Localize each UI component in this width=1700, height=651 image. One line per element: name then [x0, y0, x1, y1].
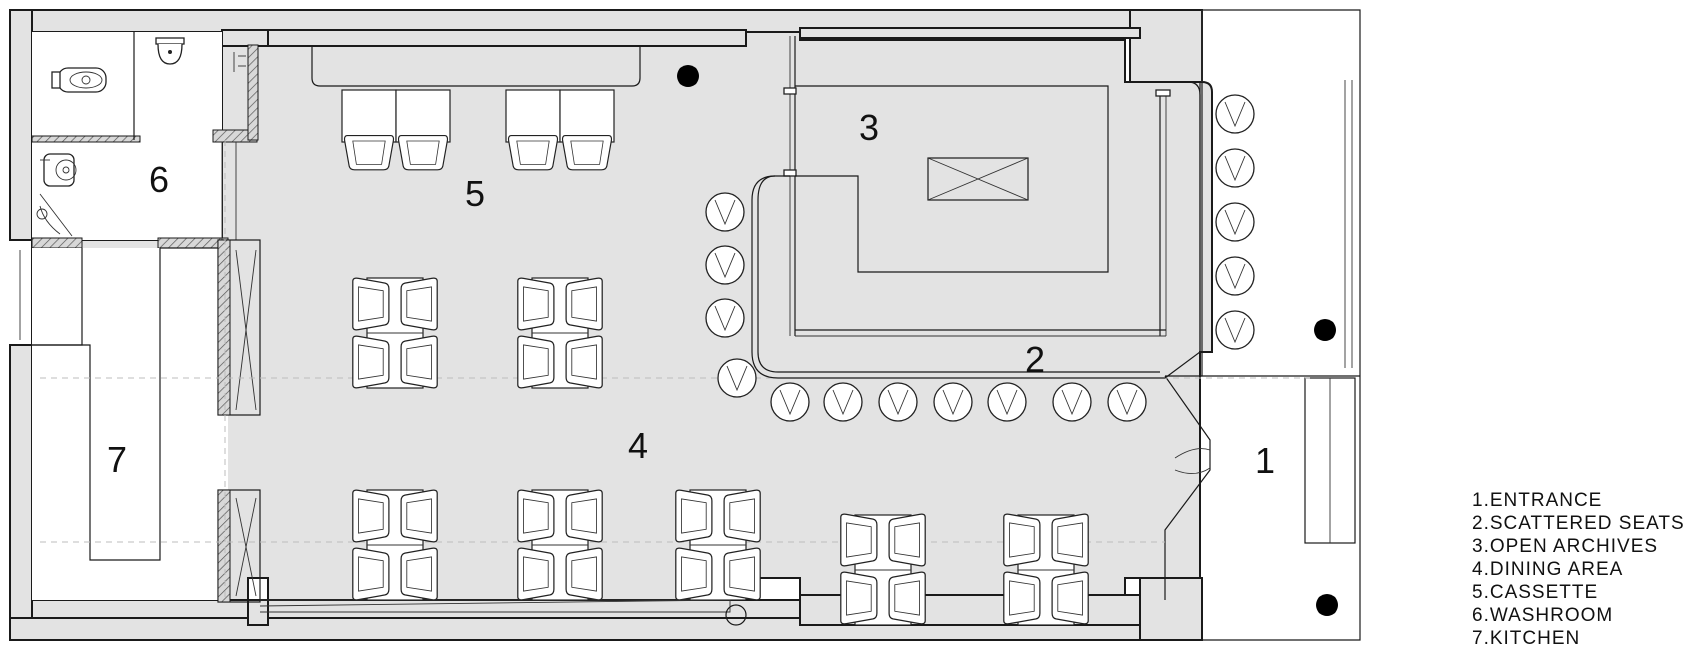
open-archives [783, 36, 1171, 337]
bar-counter [751, 81, 1201, 379]
room-number-6: 6 [149, 159, 169, 200]
cassette-top-wall [267, 29, 747, 47]
legend-item-scattered-seats: 2.SCATTERED SEATS [1472, 513, 1685, 534]
legend-item-washroom: 6.WASHROOM [1472, 605, 1613, 626]
cassette-banquette [311, 46, 641, 87]
legend-item-cassette: 5.CASSETTE [1472, 582, 1598, 603]
sink-icon [40, 153, 77, 187]
legend-item-entrance: 1.ENTRANCE [1472, 490, 1602, 511]
bottom-right-wall [1139, 577, 1203, 641]
entrance-door[interactable] [1174, 448, 1211, 474]
legend-item-open-archives: 3.OPEN ARCHIVES [1472, 536, 1658, 557]
room-number-2: 2 [1025, 339, 1045, 380]
archive-table [927, 157, 1029, 201]
archive-shelving [795, 85, 1109, 273]
entrance-facade [1164, 375, 1211, 600]
kitchen-counter [32, 248, 161, 561]
room-number-1: 1 [1255, 440, 1275, 481]
left-wall-upper [9, 9, 33, 241]
room-number-7: 7 [107, 439, 127, 480]
washroom-door[interactable] [39, 193, 73, 237]
urinal-icon [155, 37, 185, 65]
room-number-5: 5 [465, 173, 485, 214]
toilet-icon [51, 67, 107, 93]
legend: 1.ENTRANCE 2.SCATTERED SEATS 3.OPEN ARCH… [1472, 490, 1685, 649]
left-wall-lower [9, 344, 33, 641]
entrance-outline [1202, 9, 1361, 641]
legend-item-kitchen: 7.KITCHEN [1472, 628, 1580, 649]
top-right-wall [1129, 9, 1203, 83]
legend-item-dining-area: 4.DINING AREA [1472, 559, 1623, 580]
column-icon [725, 604, 747, 626]
archive-top-wall [799, 27, 1141, 39]
room-number-4: 4 [628, 425, 648, 466]
room-number-3: 3 [859, 107, 879, 148]
faucet-icon [233, 52, 246, 72]
dining-tables [352, 277, 1089, 626]
